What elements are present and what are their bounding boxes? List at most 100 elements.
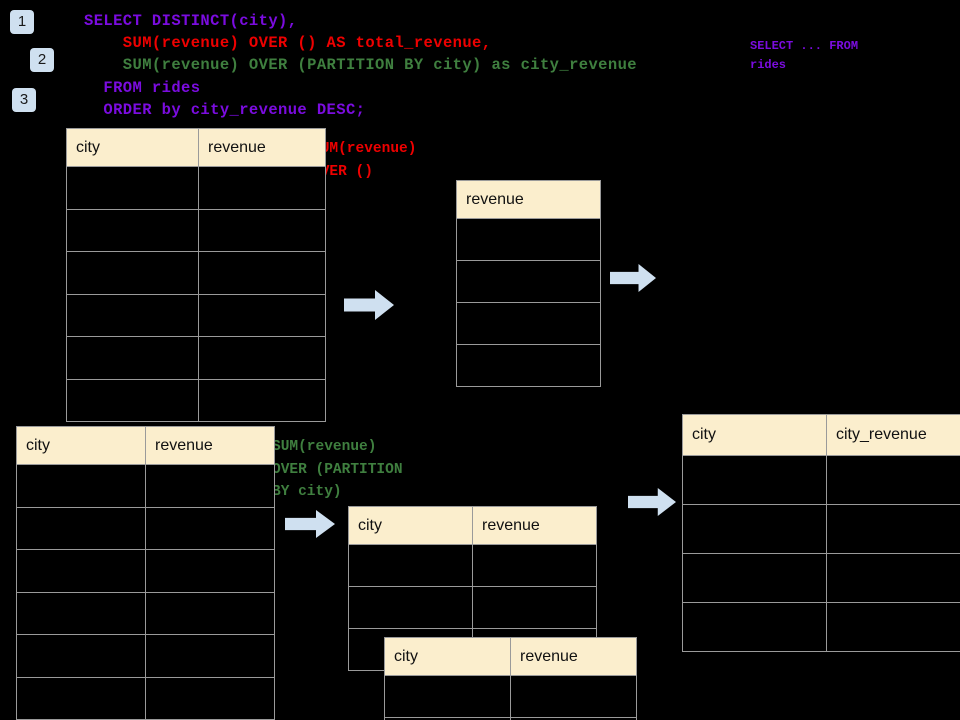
step-badge-2: 2 — [30, 48, 54, 72]
table-cell-revenue — [510, 675, 637, 718]
table-cell-city — [66, 208, 199, 252]
table-cell-revenue — [198, 378, 326, 422]
table-cell-revenue — [145, 634, 275, 678]
column-header-city_revenue: city_revenue — [826, 414, 960, 456]
table-cell-revenue — [456, 344, 601, 387]
table-row — [682, 553, 960, 603]
select-from-rides-note: SELECT ... FROM rides — [750, 39, 859, 72]
table-cell-city — [682, 602, 827, 652]
sum-over-empty-annotation: SUM(revenue) OVER () — [312, 141, 417, 180]
step-badge-1: 1 — [10, 10, 34, 34]
table-cell-city_revenue — [826, 504, 960, 554]
table-row — [66, 293, 326, 337]
arrow-source-to-total — [344, 290, 394, 320]
table-cell-city — [348, 586, 473, 629]
table-row — [66, 378, 326, 422]
table-row — [66, 208, 326, 252]
table-row — [456, 260, 601, 303]
table-row — [348, 586, 597, 629]
table-cell-city — [66, 336, 199, 380]
sum-over-partition-annotation: SUM(revenue) OVER (PARTITION BY city) — [272, 439, 403, 500]
table-cell-city — [16, 676, 146, 720]
table-cell-city — [348, 544, 473, 587]
table-row — [66, 251, 326, 295]
table-cell-city — [682, 504, 827, 554]
column-header-revenue: revenue — [198, 128, 326, 167]
arrow-source-to-partition — [285, 510, 335, 538]
table-row — [682, 602, 960, 652]
table-cell-revenue — [145, 464, 275, 508]
table-row — [682, 455, 960, 505]
table-row — [682, 504, 960, 554]
column-header-city: city — [66, 128, 199, 167]
table-cell-city — [682, 455, 827, 505]
table-cell-revenue — [145, 549, 275, 593]
arrow-right-icon — [610, 264, 656, 292]
table-cell-revenue — [510, 717, 637, 720]
table-cell-city — [384, 675, 511, 718]
step-badge-3: 3 — [12, 88, 36, 112]
column-header-revenue: revenue — [472, 506, 597, 545]
table-row — [16, 676, 275, 720]
table-cell-city — [66, 251, 199, 295]
table-row — [66, 166, 326, 210]
arrow-partition-to-result — [628, 488, 676, 516]
sql-line-5: ORDER by city_revenue DESC; — [84, 101, 366, 119]
table-row — [16, 506, 275, 550]
column-header-revenue: revenue — [456, 180, 601, 219]
column-header-city: city — [348, 506, 473, 545]
table-cell-revenue — [456, 302, 601, 345]
table-cell-city — [682, 553, 827, 603]
table-cell-city — [16, 634, 146, 678]
column-header-revenue: revenue — [145, 426, 275, 465]
table-cell-revenue — [198, 293, 326, 337]
arrow-right-icon — [344, 290, 394, 320]
table-row — [456, 344, 601, 387]
table-cell-city — [16, 591, 146, 635]
arrow-total-to-result — [610, 264, 656, 292]
table-row — [16, 591, 275, 635]
column-header-city: city — [16, 426, 146, 465]
table-cell-city — [16, 549, 146, 593]
table-row — [16, 549, 275, 593]
table-cell-city — [66, 166, 199, 210]
table-row — [384, 717, 637, 720]
sql-line-2: SUM(revenue) OVER () AS total_revenue, — [84, 34, 492, 52]
table-row — [456, 218, 601, 261]
table-row — [66, 336, 326, 380]
table-cell-revenue — [145, 506, 275, 550]
table-cell-revenue — [198, 166, 326, 210]
table-cell-city — [66, 378, 199, 422]
table-cell-city_revenue — [826, 602, 960, 652]
table-cell-revenue — [198, 336, 326, 380]
table-cell-revenue — [198, 251, 326, 295]
table-row — [16, 464, 275, 508]
table-row — [348, 544, 597, 587]
table-cell-revenue — [472, 544, 597, 587]
table-cell-revenue — [145, 676, 275, 720]
table-row — [384, 675, 637, 718]
table-cell-revenue — [198, 208, 326, 252]
table-cell-city — [66, 293, 199, 337]
table-cell-city_revenue — [826, 553, 960, 603]
table-cell-revenue — [472, 586, 597, 629]
table-row — [456, 302, 601, 345]
column-header-city: city — [682, 414, 827, 456]
table-header-row: revenue — [456, 180, 601, 219]
sql-line-3: SUM(revenue) OVER (PARTITION BY city) as… — [84, 56, 637, 74]
table-cell-city — [16, 464, 146, 508]
arrow-right-icon — [285, 510, 335, 538]
table-row — [16, 634, 275, 678]
table-cell-city — [16, 506, 146, 550]
sql-line-1: SELECT DISTINCT(city), — [84, 12, 298, 30]
table-cell-city_revenue — [826, 455, 960, 505]
table-cell-revenue — [456, 260, 601, 303]
arrow-right-icon — [628, 488, 676, 516]
